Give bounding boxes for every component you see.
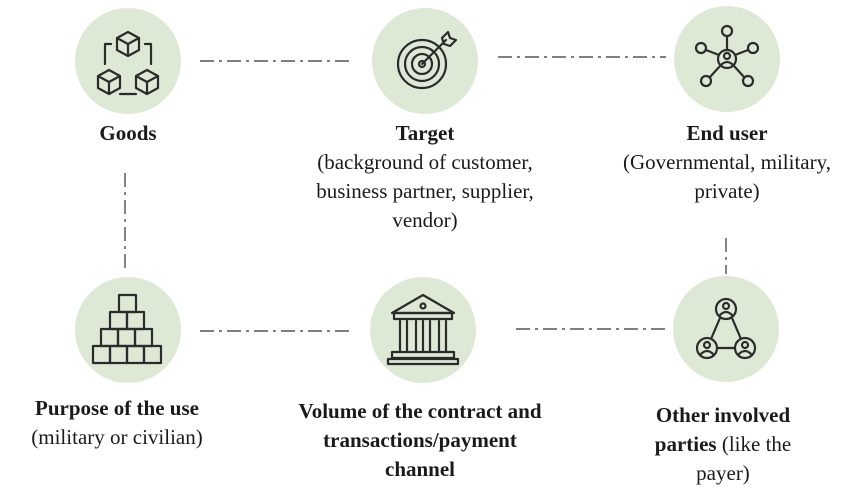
bank-building-icon xyxy=(386,293,460,366)
volume-label: Volume of the contract and transactions/… xyxy=(298,397,541,484)
target-label: Target (background of customer, business… xyxy=(316,119,534,235)
end-user-desc-1: (Governmental, military, xyxy=(623,150,831,174)
connector-volume-other xyxy=(516,328,668,330)
other-parties-circle xyxy=(673,276,779,382)
goods-circle xyxy=(75,8,181,114)
target-desc-1: (background of customer, xyxy=(317,150,533,174)
connector-goods-target xyxy=(200,60,350,62)
volume-title-2: transactions/payment xyxy=(323,428,517,452)
end-user-desc-2: private) xyxy=(694,179,760,203)
goods-label: Goods xyxy=(99,119,156,148)
target-desc-3: vendor) xyxy=(392,208,458,232)
goods-title: Goods xyxy=(99,121,157,145)
volume-title-1: Volume of the contract and xyxy=(298,399,542,423)
cubes-network-icon xyxy=(96,30,160,96)
people-network-icon xyxy=(695,297,757,360)
purpose-title: Purpose of the use xyxy=(35,396,199,420)
connector-goods-purpose xyxy=(124,173,126,273)
stacked-boxes-icon xyxy=(91,293,163,365)
other-title-2-bold: parties xyxy=(654,432,717,456)
connector-purpose-volume xyxy=(200,330,350,332)
volume-title-3: channel xyxy=(384,457,456,481)
other-parties-label: Other involved parties (like the payer) xyxy=(655,401,791,488)
other-title-2-rest: (like the xyxy=(716,432,792,456)
purpose-desc-1: (military or civilian) xyxy=(31,425,203,449)
target-title: Target xyxy=(395,121,455,145)
target-circle xyxy=(372,8,478,114)
connector-target-enduser xyxy=(498,56,666,58)
other-title-1: Other involved xyxy=(655,403,791,427)
volume-circle xyxy=(370,277,476,383)
connector-enduser-other xyxy=(725,238,727,274)
user-network-icon xyxy=(694,24,760,88)
other-title-3: payer) xyxy=(696,461,750,485)
end-user-title: End user xyxy=(686,121,768,145)
end-user-label: End user (Governmental, military, privat… xyxy=(623,119,831,206)
purpose-label: Purpose of the use (military or civilian… xyxy=(31,394,202,452)
target-desc-2: business partner, supplier, xyxy=(316,179,534,203)
purpose-circle xyxy=(75,277,181,383)
end-user-circle xyxy=(674,6,780,112)
target-arrow-icon xyxy=(396,30,458,90)
